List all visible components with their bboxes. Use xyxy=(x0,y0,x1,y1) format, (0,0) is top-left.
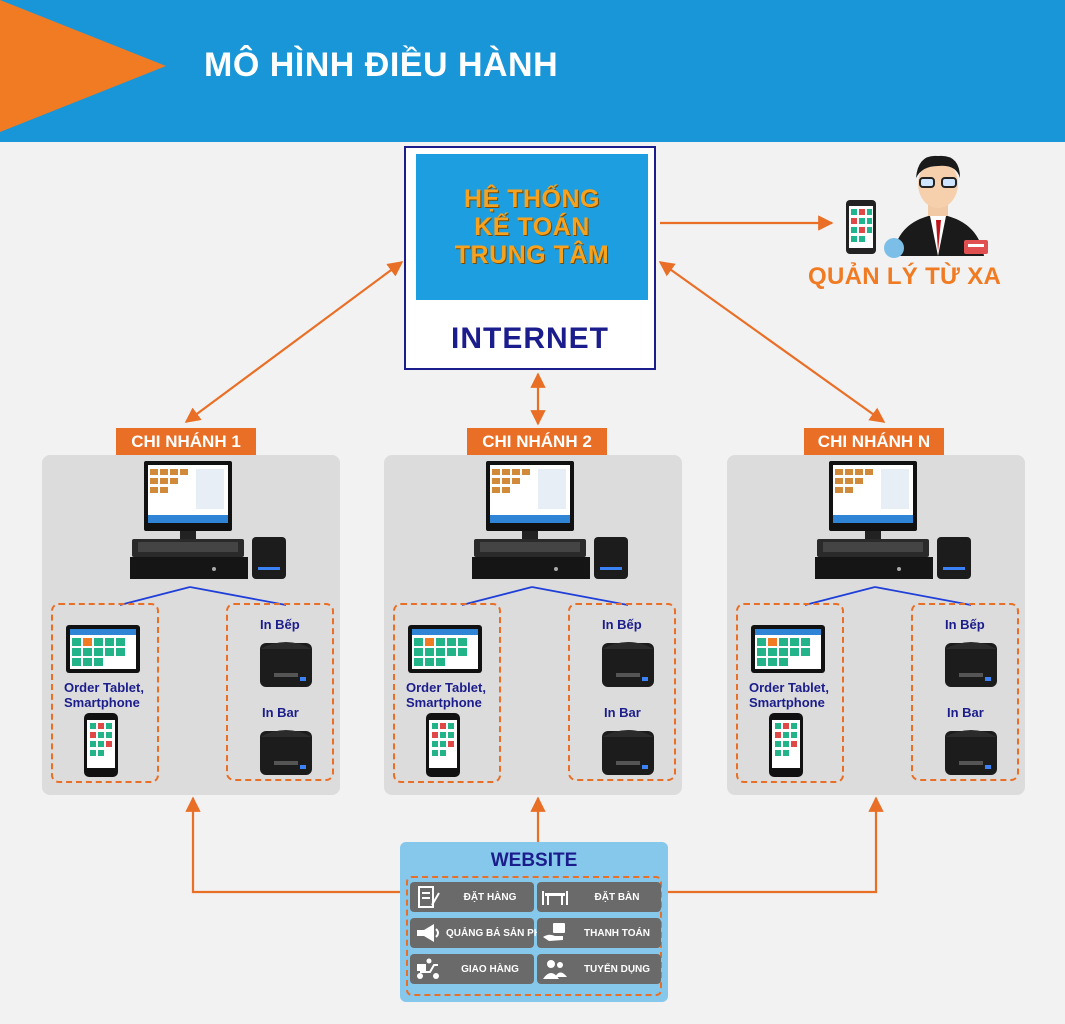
kitchen-printer-label: In Bếp xyxy=(260,617,300,632)
businessman-icon xyxy=(884,155,988,258)
order-form-icon xyxy=(418,886,440,908)
kitchen-printer-icon xyxy=(260,642,312,687)
branch-connectors xyxy=(119,586,287,606)
kitchen-printer-label: In Bếp xyxy=(602,617,642,632)
header-arrow-icon xyxy=(0,0,166,132)
bar-printer-icon xyxy=(260,730,312,775)
remote-management-label: QUẢN LÝ TỪ XA xyxy=(808,263,1002,290)
order-tablet-label-line1: Order Tablet, xyxy=(64,680,144,695)
website-item-promotion: QUẢNG BÁ SẢN PHẨM xyxy=(410,918,557,948)
central-system-box: HỆ THỐNG KẾ TOÁN TRUNG TÂM INTERNET xyxy=(404,146,656,370)
central-line-3: TRUNG TÂM xyxy=(454,241,610,269)
arrow-central-branch1 xyxy=(184,261,404,423)
branch-label: CHI NHÁNH 1 xyxy=(116,428,256,456)
branch-panel: Order Tablet,Smartphone In Bếp In Bar xyxy=(727,455,1025,795)
branch-connectors xyxy=(804,586,972,606)
people-icon xyxy=(543,960,567,979)
website-item-order: ĐẶT HÀNG xyxy=(410,882,534,912)
website-item-table-booking: ĐẶT BÀN xyxy=(537,882,661,912)
bar-printer-icon xyxy=(945,730,997,775)
order-tablet-label-line1: Order Tablet, xyxy=(406,680,486,695)
bar-printer-label: In Bar xyxy=(604,705,641,720)
order-tablet-label: Order Tablet,Smartphone xyxy=(64,680,144,710)
order-devices-group xyxy=(393,603,501,783)
website-item-label: GIAO HÀNG xyxy=(461,963,519,975)
website-item-recruitment: TUYỂN DỤNG xyxy=(537,954,661,984)
smartphone-icon xyxy=(769,713,803,777)
website-features-box xyxy=(406,876,662,996)
order-tablet-label-line2: Smartphone xyxy=(406,695,482,710)
branch-label: CHI NHÁNH 2 xyxy=(467,428,607,456)
central-accounting-panel: HỆ THỐNG KẾ TOÁN TRUNG TÂM xyxy=(416,154,648,300)
pos-terminal-icon xyxy=(130,461,286,579)
website-item-label: QUẢNG BÁ SẢN PHẨM xyxy=(446,927,557,939)
order-tablet-icon xyxy=(66,625,140,673)
smartphone-icon xyxy=(846,200,876,254)
table-icon xyxy=(542,891,568,905)
branch-connectors xyxy=(461,586,629,606)
page-title: MÔ HÌNH ĐIỀU HÀNH xyxy=(204,46,559,84)
payment-hand-icon xyxy=(543,923,565,941)
order-tablet-label-line1: Order Tablet, xyxy=(749,680,829,695)
branch-panel: Order Tablet,Smartphone In Bếp In Bar xyxy=(384,455,682,795)
smartphone-icon xyxy=(84,713,118,777)
central-line-2: KẾ TOÁN xyxy=(474,213,590,241)
pos-terminal-icon xyxy=(472,461,628,579)
website-item-label: ĐẶT BÀN xyxy=(594,891,640,903)
order-devices-group xyxy=(736,603,844,783)
arrow-website-branchN xyxy=(668,796,884,894)
branch-label: CHI NHÁNH N xyxy=(804,428,944,456)
printers-group xyxy=(226,603,334,781)
bar-printer-label: In Bar xyxy=(947,705,984,720)
remote-manager-illustration xyxy=(846,155,988,258)
kitchen-printer-label: In Bếp xyxy=(945,617,985,632)
branch-panel: Order Tablet,Smartphone In Bếp In Bar xyxy=(42,455,340,795)
order-tablet-icon xyxy=(408,625,482,673)
order-tablet-label-line2: Smartphone xyxy=(749,695,825,710)
central-line-1: HỆ THỐNG xyxy=(464,185,600,213)
kitchen-printer-icon xyxy=(945,642,997,687)
arrow-central-branchN xyxy=(658,261,886,423)
megaphone-icon xyxy=(417,924,439,942)
website-item-label: THANH TOÁN xyxy=(584,927,650,939)
order-tablet-label: Order Tablet,Smartphone xyxy=(406,680,486,710)
order-tablet-icon xyxy=(751,625,825,673)
delivery-scooter-icon xyxy=(417,958,439,979)
website-item-label: ĐẶT HÀNG xyxy=(463,891,517,903)
arrow-website-branch1 xyxy=(185,796,400,894)
bar-printer-icon xyxy=(602,730,654,775)
printers-group xyxy=(568,603,676,781)
order-tablet-label: Order Tablet,Smartphone xyxy=(749,680,829,710)
pos-terminal-icon xyxy=(815,461,971,579)
header-bar xyxy=(0,0,1065,142)
order-devices-group xyxy=(51,603,159,783)
kitchen-printer-icon xyxy=(602,642,654,687)
printers-group xyxy=(911,603,1019,781)
smartphone-icon xyxy=(426,713,460,777)
website-item-payment: THANH TOÁN xyxy=(537,918,661,948)
internet-label: INTERNET xyxy=(451,322,609,355)
website-item-delivery: GIAO HÀNG xyxy=(410,954,534,984)
website-title: WEBSITE xyxy=(490,850,578,871)
website-panel: WEBSITE ĐẶT HÀNG ĐẶT BÀN QUẢNG BÁ SẢN PH… xyxy=(400,842,668,1002)
order-tablet-label-line2: Smartphone xyxy=(64,695,140,710)
website-item-label: TUYỂN DỤNG xyxy=(583,963,651,975)
bar-printer-label: In Bar xyxy=(262,705,299,720)
